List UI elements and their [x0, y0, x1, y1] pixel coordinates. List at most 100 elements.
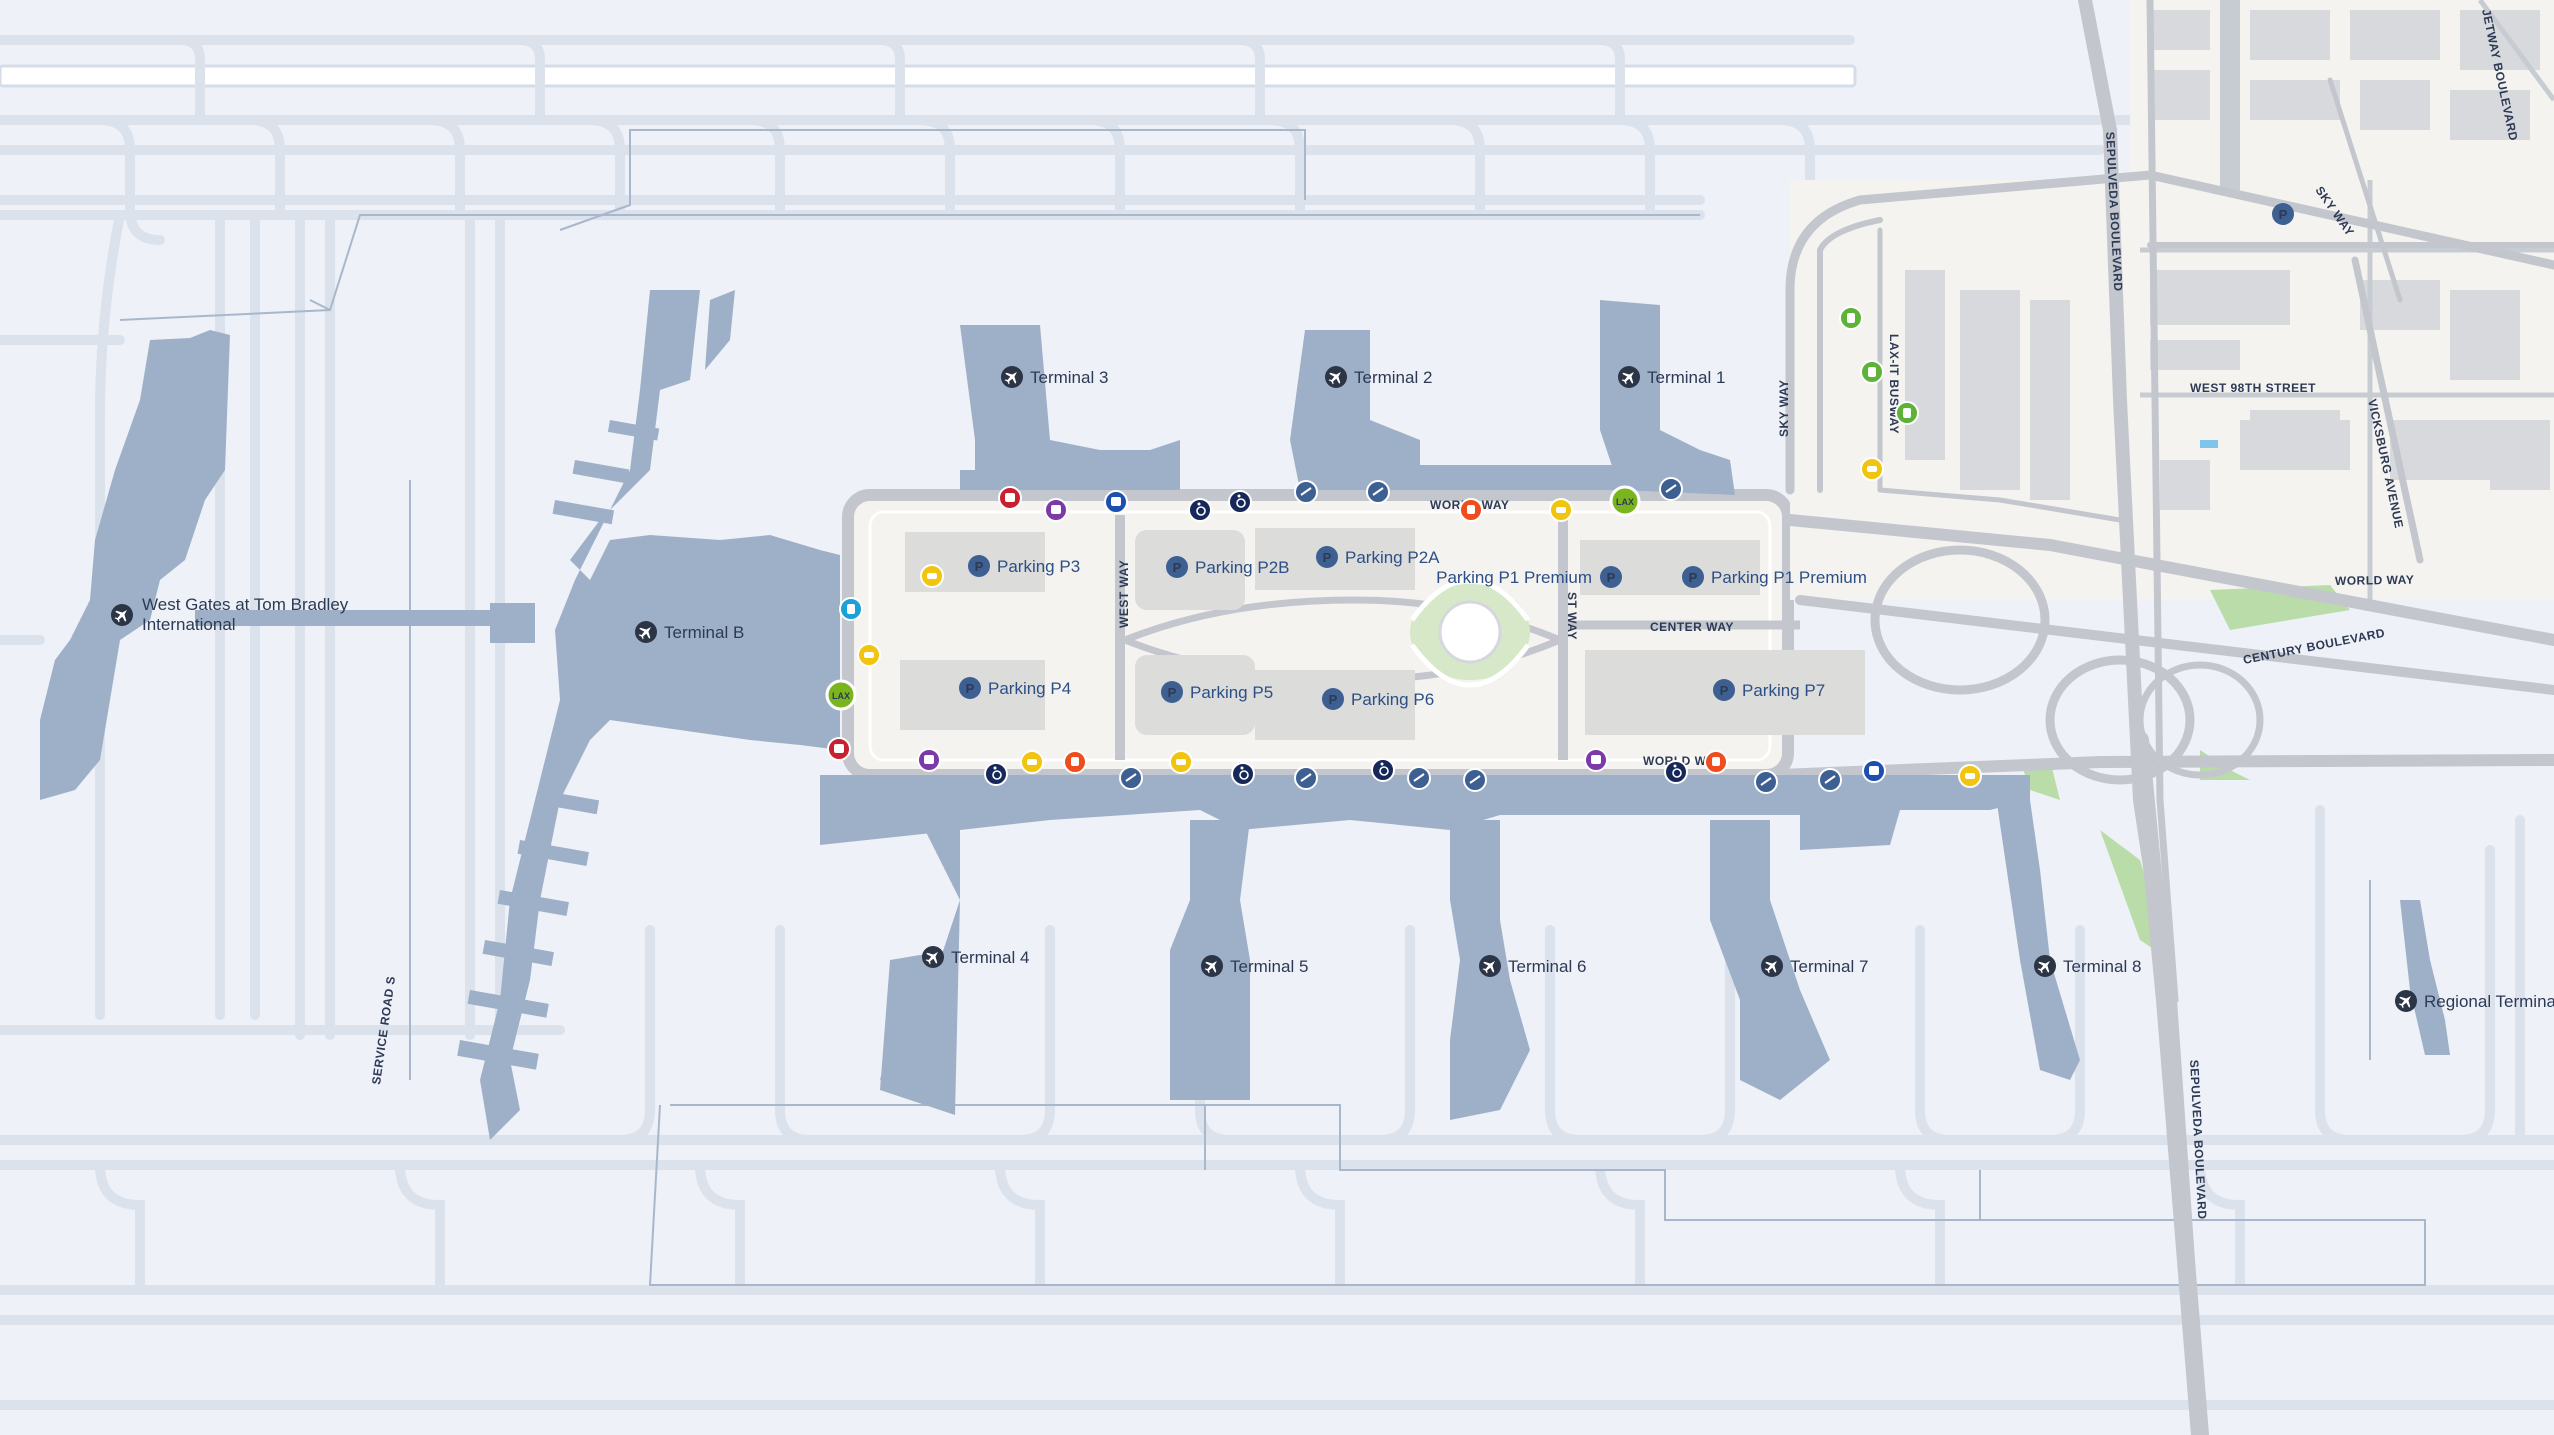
departures-icon[interactable]: [1294, 766, 1318, 790]
taxi-icon[interactable]: [1549, 498, 1573, 522]
parking-icon: [2272, 203, 2294, 225]
lax-it-badge: LAX: [832, 691, 850, 701]
parking-p1-premium-label: Parking P1 Premium: [1436, 568, 1592, 587]
terminal-5[interactable]: Terminal 5: [1201, 955, 1308, 977]
metro-icon[interactable]: [839, 597, 863, 621]
departures-icon[interactable]: [1407, 766, 1431, 790]
wheelchair-icon[interactable]: [1371, 758, 1395, 782]
parking-p3[interactable]: P Parking P3: [968, 555, 1080, 577]
taxi-icon[interactable]: [1958, 764, 1982, 788]
sky-way-label: SKY WAY: [1777, 379, 1791, 437]
parking-icon: [1713, 679, 1735, 701]
bike-share-icon[interactable]: [1895, 401, 1919, 425]
terminal-3[interactable]: Terminal 3: [1001, 366, 1108, 388]
wheelchair-icon[interactable]: [1228, 490, 1252, 514]
airport-icon: [1618, 366, 1640, 388]
wheelchair-icon[interactable]: [984, 762, 1008, 786]
west-way-label: WEST WAY: [1117, 560, 1131, 628]
parking-icon: [959, 677, 981, 699]
parking-p5[interactable]: P Parking P5: [1161, 681, 1273, 703]
parking-symbol: P: [975, 559, 984, 574]
rideshare-icon[interactable]: [1459, 498, 1483, 522]
parking-p6-label: Parking P6: [1351, 690, 1434, 709]
world-way-east-label: WORLD WAY: [2335, 573, 2415, 588]
terminal-3-label: Terminal 3: [1030, 368, 1108, 387]
parking-p1-premium-label: Parking P1 Premium: [1711, 568, 1867, 587]
airport-icon: [111, 604, 133, 626]
terminal-b[interactable]: Terminal B: [635, 621, 744, 643]
terminal-7[interactable]: Terminal 7: [1761, 955, 1868, 977]
parking-p6[interactable]: P Parking P6: [1322, 688, 1434, 710]
parking-icon: [1600, 566, 1622, 588]
parking-symbol: P: [2279, 207, 2288, 222]
west-gates[interactable]: West Gates at Tom Bradley International: [111, 595, 349, 634]
taxi-icon[interactable]: [1169, 750, 1193, 774]
airport-icon: [1201, 955, 1223, 977]
terminal-b-label: Terminal B: [664, 623, 744, 642]
terminal-1[interactable]: Terminal 1: [1618, 366, 1725, 388]
bus-icon[interactable]: [827, 737, 851, 761]
parking-p4[interactable]: P Parking P4: [959, 677, 1071, 699]
departures-icon[interactable]: [1754, 770, 1778, 794]
parking-symbol: P: [1607, 570, 1616, 585]
parking-sky-way[interactable]: P: [2272, 203, 2294, 225]
parking-p2a-label: Parking P2A: [1345, 548, 1440, 567]
taxi-icon[interactable]: [857, 643, 881, 667]
wheelchair-icon[interactable]: [1188, 498, 1212, 522]
terminal-4[interactable]: Terminal 4: [922, 946, 1029, 968]
west-gates-label: West Gates at Tom Bradley: [142, 595, 349, 614]
rideshare-icon[interactable]: [1063, 750, 1087, 774]
departures-icon[interactable]: [1659, 477, 1683, 501]
shuttle-icon[interactable]: [917, 748, 941, 772]
taxi-icon[interactable]: [920, 564, 944, 588]
terminal-8[interactable]: Terminal 8: [2034, 955, 2141, 977]
departures-icon[interactable]: [1294, 480, 1318, 504]
parking-p2b[interactable]: P Parking P2B: [1166, 556, 1290, 578]
departures-icon[interactable]: [1463, 768, 1487, 792]
west-gates-label-line2: International: [142, 615, 236, 634]
parking-p3-label: Parking P3: [997, 557, 1080, 576]
departures-icon[interactable]: [1366, 480, 1390, 504]
roads: [1774, 0, 2554, 1435]
transit-bus-icon[interactable]: [1862, 759, 1886, 783]
parking-symbol: P: [1173, 560, 1182, 575]
parking-p5-label: Parking P5: [1190, 683, 1273, 702]
taxi-icon[interactable]: [1020, 750, 1044, 774]
terminal-7-label: Terminal 7: [1790, 957, 1868, 976]
east-way-label: ST WAY: [1565, 592, 1579, 640]
departures-icon[interactable]: [1119, 766, 1143, 790]
regional-terminal[interactable]: Regional Terminal: [2395, 990, 2554, 1012]
west-98th-street-label: WEST 98TH STREET: [2190, 381, 2316, 395]
parking-icon: [1682, 566, 1704, 588]
bike-share-icon[interactable]: [1839, 306, 1863, 330]
airport-icon: [1001, 366, 1023, 388]
lax-it-icon[interactable]: LAX: [825, 679, 857, 711]
east-neighborhood: [1790, 0, 2554, 960]
parking-icon: [968, 555, 990, 577]
parking-symbol: P: [1168, 685, 1177, 700]
parking-p7[interactable]: P Parking P7: [1713, 679, 1825, 701]
airport-icon: [2034, 955, 2056, 977]
shuttle-icon[interactable]: [1584, 748, 1608, 772]
parking-p1-premium-west[interactable]: P Parking P1 Premium: [1436, 566, 1622, 588]
lax-it-icon[interactable]: LAX: [1609, 485, 1641, 517]
wheelchair-icon[interactable]: [1231, 762, 1255, 786]
terminal-6[interactable]: Terminal 6: [1479, 955, 1586, 977]
taxi-icon[interactable]: [1860, 457, 1884, 481]
bike-share-icon[interactable]: [1860, 360, 1884, 384]
parking-p1-premium-east[interactable]: P Parking P1 Premium: [1682, 566, 1867, 588]
departures-icon[interactable]: [1818, 768, 1842, 792]
rideshare-icon[interactable]: [1704, 750, 1728, 774]
parking-icon: [1161, 681, 1183, 703]
transit-bus-icon[interactable]: [1104, 490, 1128, 514]
parking-p2a[interactable]: P Parking P2A: [1316, 546, 1440, 568]
terminal-2[interactable]: Terminal 2: [1325, 366, 1432, 388]
shuttle-icon[interactable]: [1044, 498, 1068, 522]
central-terminal-area: [842, 489, 1865, 781]
bus-icon[interactable]: [998, 486, 1022, 510]
parking-icon: [1166, 556, 1188, 578]
airport-icon: [635, 621, 657, 643]
terminal-1-label: Terminal 1: [1647, 368, 1725, 387]
wheelchair-icon[interactable]: [1664, 760, 1688, 784]
